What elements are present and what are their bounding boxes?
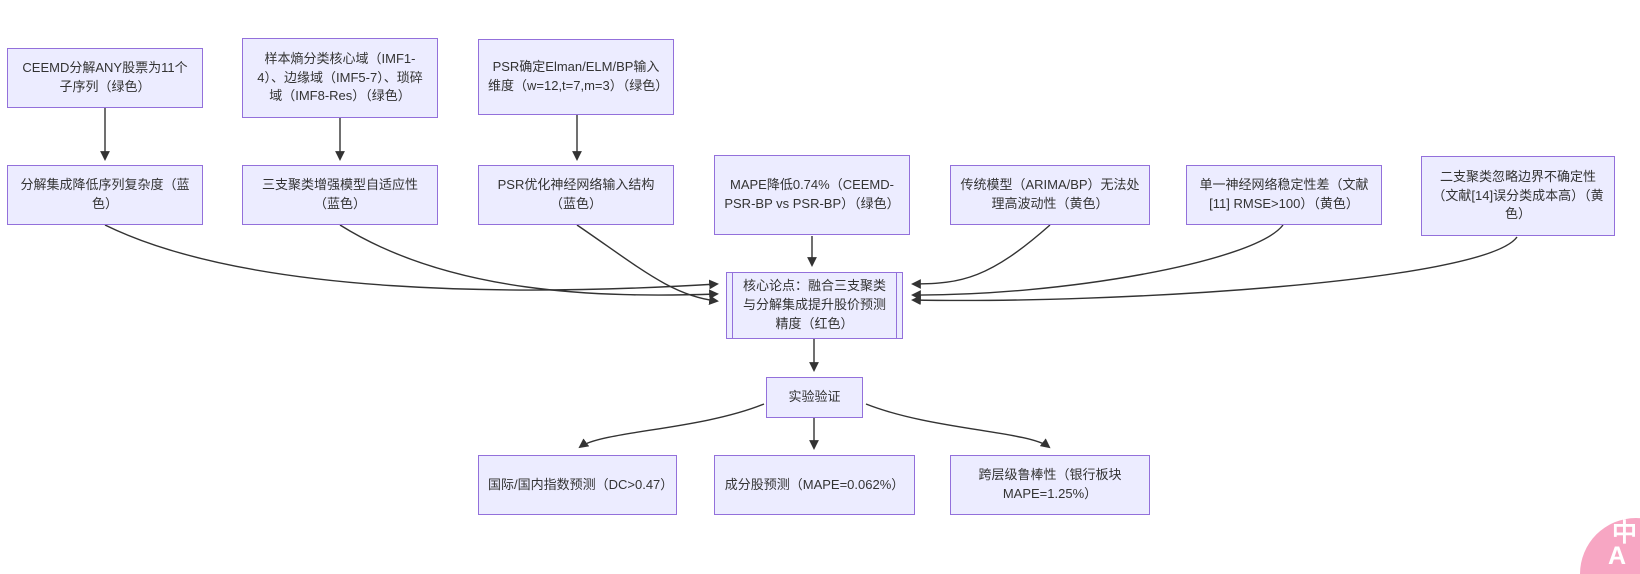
node-ceemd: CEEMD分解ANY股票为11个子序列（绿色） — [7, 48, 203, 108]
edge-twoway-core — [911, 236, 1518, 306]
node-index-pred-label: 国际/国内指数预测（DC>0.47） — [488, 476, 674, 492]
node-three-way: 三支聚类增强模型自适应性（蓝色） — [242, 165, 438, 225]
node-two-way-label: 二支聚类忽略边界不确定性（文献[14]误分类成本高）（黄色） — [1432, 168, 1604, 222]
node-core-thesis: 核心论点：融合三支聚类与分解集成提升股价预测精度（红色） — [726, 272, 903, 339]
translate-badge-icon: 中 A — [1608, 519, 1638, 569]
node-traditional-label: 传统模型（ARIMA/BP）无法处理高波动性（黄色） — [960, 177, 1140, 211]
translate-badge-en: A — [1608, 542, 1627, 570]
node-two-way: 二支聚类忽略边界不确定性（文献[14]误分类成本高）（黄色） — [1421, 156, 1615, 236]
node-robustness-label: 跨层级鲁棒性（银行板块 MAPE=1.25%） — [978, 467, 1122, 501]
translate-badge-zh: 中 — [1612, 519, 1638, 547]
edge-traditional-core — [911, 224, 1051, 289]
node-entropy-label: 样本熵分类核心域（IMF1-4）、边缘域（IMF5-7）、琐碎域（IMF8-Re… — [257, 50, 423, 104]
node-single-nn: 单一神经网络稳定性差（文献[11] RMSE>100）（黄色） — [1186, 165, 1382, 225]
edge-decompose-core — [104, 224, 719, 291]
node-single-nn-label: 单一神经网络稳定性差（文献[11] RMSE>100）（黄色） — [1199, 177, 1369, 211]
node-mape-improve-label: MAPE降低0.74%（CEEMD-PSR-BP vs PSR-BP）（绿色） — [724, 177, 900, 211]
node-entropy: 样本熵分类核心域（IMF1-4）、边缘域（IMF5-7）、琐碎域（IMF8-Re… — [242, 38, 438, 118]
node-decompose: 分解集成降低序列复杂度（蓝色） — [7, 165, 203, 225]
edge-psroptimize-core — [576, 224, 719, 305]
node-experiment-label: 实验验证 — [788, 389, 841, 405]
node-ceemd-label: CEEMD分解ANY股票为11个子序列（绿色） — [22, 60, 188, 94]
node-core-thesis-inner: 核心论点：融合三支聚类与分解集成提升股价预测精度（红色） — [732, 273, 897, 338]
node-psr-optimize: PSR优化神经网络输入结构（蓝色） — [478, 165, 674, 225]
node-robustness: 跨层级鲁棒性（银行板块 MAPE=1.25%） — [950, 455, 1150, 515]
node-psr-input: PSR确定Elman/ELM/BP输入维度（w=12,t=7,m=3）（绿色） — [478, 39, 674, 115]
node-three-way-label: 三支聚类增强模型自适应性（蓝色） — [261, 177, 418, 211]
edge-threeway-core — [339, 224, 719, 300]
translate-badge-button[interactable]: 中 A — [1580, 518, 1640, 574]
node-stock-pred: 成分股预测（MAPE=0.062%） — [714, 455, 915, 515]
node-traditional: 传统模型（ARIMA/BP）无法处理高波动性（黄色） — [950, 165, 1150, 225]
node-decompose-label: 分解集成降低序列复杂度（蓝色） — [20, 177, 190, 211]
edge-singlenn-core — [911, 224, 1284, 300]
node-psr-optimize-label: PSR优化神经网络输入结构（蓝色） — [497, 177, 655, 211]
node-core-thesis-label: 核心论点：融合三支聚类与分解集成提升股价预测精度（红色） — [742, 278, 886, 331]
node-stock-pred-label: 成分股预测（MAPE=0.062%） — [724, 476, 905, 492]
edge-experiment-indexpred — [578, 403, 765, 449]
edge-experiment-robustness — [865, 403, 1051, 449]
node-psr-input-label: PSR确定Elman/ELM/BP输入维度（w=12,t=7,m=3）（绿色） — [488, 59, 669, 93]
node-mape-improve: MAPE降低0.74%（CEEMD-PSR-BP vs PSR-BP）（绿色） — [714, 155, 910, 235]
node-experiment: 实验验证 — [766, 377, 863, 418]
node-index-pred: 国际/国内指数预测（DC>0.47） — [478, 455, 677, 515]
